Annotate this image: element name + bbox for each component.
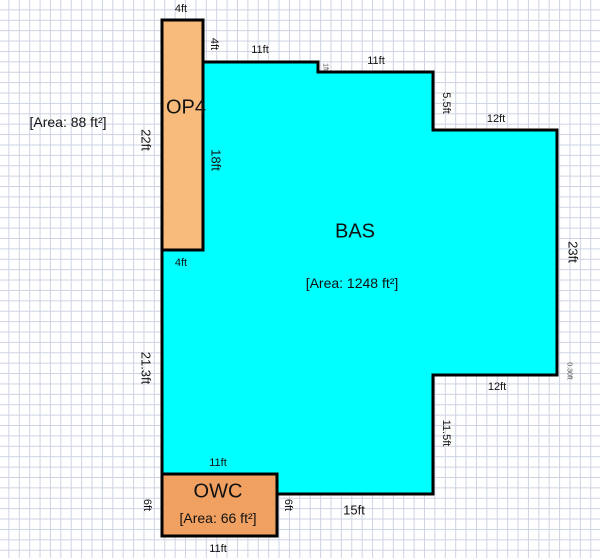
dim-op4-right: 18ft: [208, 149, 224, 171]
bas-name: BAS: [334, 220, 376, 243]
dim-bas-right: 23ft: [565, 241, 581, 263]
dim-bas-step2: 5.5ft: [440, 92, 452, 114]
dim-bas-bottom: 15ft: [343, 502, 365, 518]
dim-bas-step: 1ft: [321, 63, 329, 71]
owc-area-label: [Area: 66 ft²]: [179, 510, 257, 526]
dim-bas-left: 21.3ft: [138, 351, 154, 385]
op4-area-shape[interactable]: [160, 18, 205, 252]
dim-owc-top: 11ft: [209, 457, 227, 469]
dim-bas-top1: 11ft: [251, 44, 269, 56]
owc-area-shape[interactable]: [160, 472, 279, 538]
dim-owc-left: 6ft: [141, 498, 153, 512]
owc-name: OWC: [193, 480, 243, 503]
dim-bas-right-lower: 11.5ft: [440, 419, 452, 447]
dim-bas-top3: 12ft: [486, 113, 506, 125]
dim-bas-bottom-right: 12ft: [487, 381, 507, 393]
bas-area-label: [Area: 1248 ft²]: [305, 275, 399, 291]
dim-op4-bottom: 4ft: [174, 257, 188, 269]
dim-owc-right: 6ft: [282, 498, 294, 512]
dim-bas-right-small: 0.30ft: [565, 362, 573, 380]
dim-owc-bottom: 11ft: [209, 543, 227, 555]
dim-op4-right-upper: 4ft: [208, 37, 220, 51]
op4-area-label: [Area: 88 ft²]: [29, 114, 107, 130]
dim-op4-left: 22ft: [138, 129, 154, 151]
op4-name: OP4: [165, 96, 207, 119]
dim-bas-top2: 11ft: [367, 55, 385, 67]
bas-area-shape[interactable]: [160, 60, 559, 496]
dim-op4-top: 4ft: [174, 3, 188, 15]
